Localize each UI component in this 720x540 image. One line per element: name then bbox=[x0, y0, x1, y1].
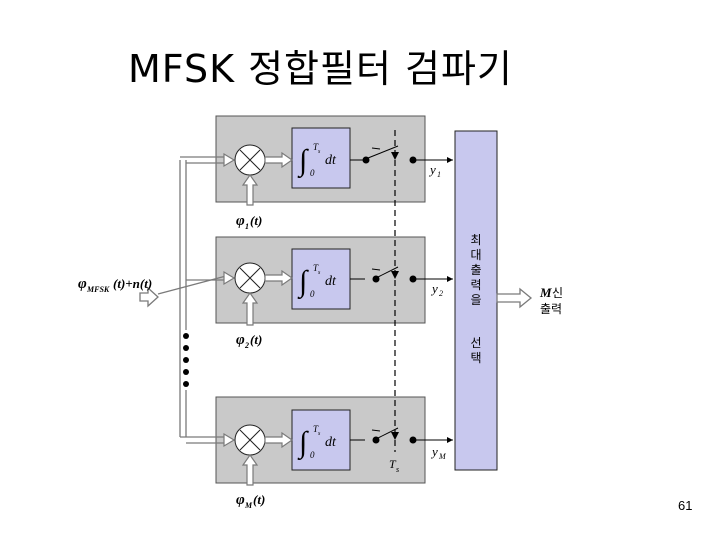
svg-text:신: 신 bbox=[552, 286, 563, 300]
svg-text:택: 택 bbox=[470, 351, 481, 365]
svg-text:(t): (t) bbox=[250, 332, 262, 347]
svg-text:출: 출 bbox=[470, 263, 481, 277]
selector-label: 최 대 출 력 을 선 택 bbox=[470, 233, 481, 365]
ym-label: y M bbox=[430, 444, 447, 461]
svg-text:0: 0 bbox=[310, 289, 315, 299]
input-arrow bbox=[139, 286, 159, 308]
ts-label: T s bbox=[389, 457, 399, 474]
sampling-arrowheads bbox=[391, 152, 399, 440]
multiplier-1 bbox=[234, 144, 266, 176]
svg-text:y: y bbox=[430, 444, 438, 459]
mult-input-arrowheads bbox=[223, 152, 236, 448]
page-number: 61 bbox=[678, 498, 693, 513]
svg-text:0: 0 bbox=[310, 168, 315, 178]
integrator-2-text: ∫ T s 0 dt bbox=[297, 263, 337, 300]
svg-text:(t)+n(t): (t)+n(t) bbox=[113, 276, 152, 291]
svg-text:φ: φ bbox=[236, 213, 245, 229]
svg-text:φ: φ bbox=[236, 332, 245, 348]
integrator-1-text: ∫ T s 0 dt bbox=[297, 142, 337, 179]
svg-text:0: 0 bbox=[310, 450, 315, 460]
svg-text:T: T bbox=[313, 142, 319, 152]
ref-signal-arrows bbox=[241, 173, 259, 486]
integrator-m-text: ∫ T s 0 dt bbox=[297, 424, 337, 461]
input-bus bbox=[157, 156, 227, 444]
sampler-m bbox=[350, 427, 417, 444]
phim-label: φ M (t) bbox=[236, 492, 265, 510]
svg-text:M: M bbox=[244, 501, 253, 510]
phi1-label: φ 1 (t) bbox=[236, 213, 262, 231]
input-signal-label: φ MFSK (t)+n(t) bbox=[78, 276, 152, 294]
svg-text:s: s bbox=[318, 431, 321, 437]
output-arrows bbox=[416, 157, 453, 443]
final-output-arrow bbox=[496, 287, 533, 309]
svg-text:1: 1 bbox=[245, 222, 249, 231]
svg-text:T: T bbox=[313, 424, 319, 434]
svg-text:을: 을 bbox=[470, 293, 481, 307]
output-label: M 신 출력 bbox=[539, 285, 563, 316]
sampler-2 bbox=[350, 266, 417, 283]
svg-text:(t): (t) bbox=[253, 492, 265, 507]
svg-text:M: M bbox=[438, 452, 447, 461]
integrator-m bbox=[291, 409, 351, 471]
svg-text:력: 력 bbox=[470, 278, 481, 292]
page-title: MFSK 정합필터 검파기 bbox=[128, 47, 513, 91]
svg-text:y: y bbox=[428, 162, 436, 177]
svg-text:출력: 출력 bbox=[540, 302, 562, 316]
svg-text:s: s bbox=[318, 270, 321, 276]
svg-text:dt: dt bbox=[325, 435, 337, 450]
svg-text:T: T bbox=[313, 263, 319, 273]
svg-text:dt: dt bbox=[325, 153, 337, 168]
multiplier-m bbox=[234, 424, 266, 456]
integrator-2 bbox=[291, 248, 351, 310]
svg-text:대: 대 bbox=[470, 248, 481, 262]
svg-text:s: s bbox=[396, 465, 399, 474]
svg-text:선: 선 bbox=[470, 336, 481, 350]
multiplier-2 bbox=[234, 262, 266, 294]
svg-text:dt: dt bbox=[325, 274, 337, 289]
svg-text:M: M bbox=[539, 285, 552, 300]
svg-text:1: 1 bbox=[437, 170, 441, 179]
svg-text:y: y bbox=[430, 281, 438, 296]
y1-label: y 1 bbox=[428, 162, 441, 179]
svg-text:φ: φ bbox=[236, 492, 245, 508]
svg-text:2: 2 bbox=[244, 341, 249, 350]
svg-text:∫: ∫ bbox=[297, 144, 309, 179]
phi2-label: φ 2 (t) bbox=[236, 332, 262, 350]
svg-text:2: 2 bbox=[439, 289, 443, 298]
svg-text:최: 최 bbox=[470, 233, 481, 247]
svg-text:T: T bbox=[389, 457, 397, 471]
svg-text:∫: ∫ bbox=[297, 426, 309, 461]
svg-text:(t): (t) bbox=[250, 213, 262, 228]
svg-text:MFSK: MFSK bbox=[86, 285, 110, 294]
svg-text:∫: ∫ bbox=[297, 265, 309, 300]
max-selector-box bbox=[454, 130, 498, 471]
ellipsis-dots bbox=[183, 333, 189, 387]
svg-text:s: s bbox=[318, 149, 321, 155]
y2-label: y 2 bbox=[430, 281, 443, 298]
mult-to-int-arrows bbox=[264, 151, 294, 449]
svg-text:φ: φ bbox=[78, 276, 87, 292]
integrator-1 bbox=[291, 127, 351, 189]
